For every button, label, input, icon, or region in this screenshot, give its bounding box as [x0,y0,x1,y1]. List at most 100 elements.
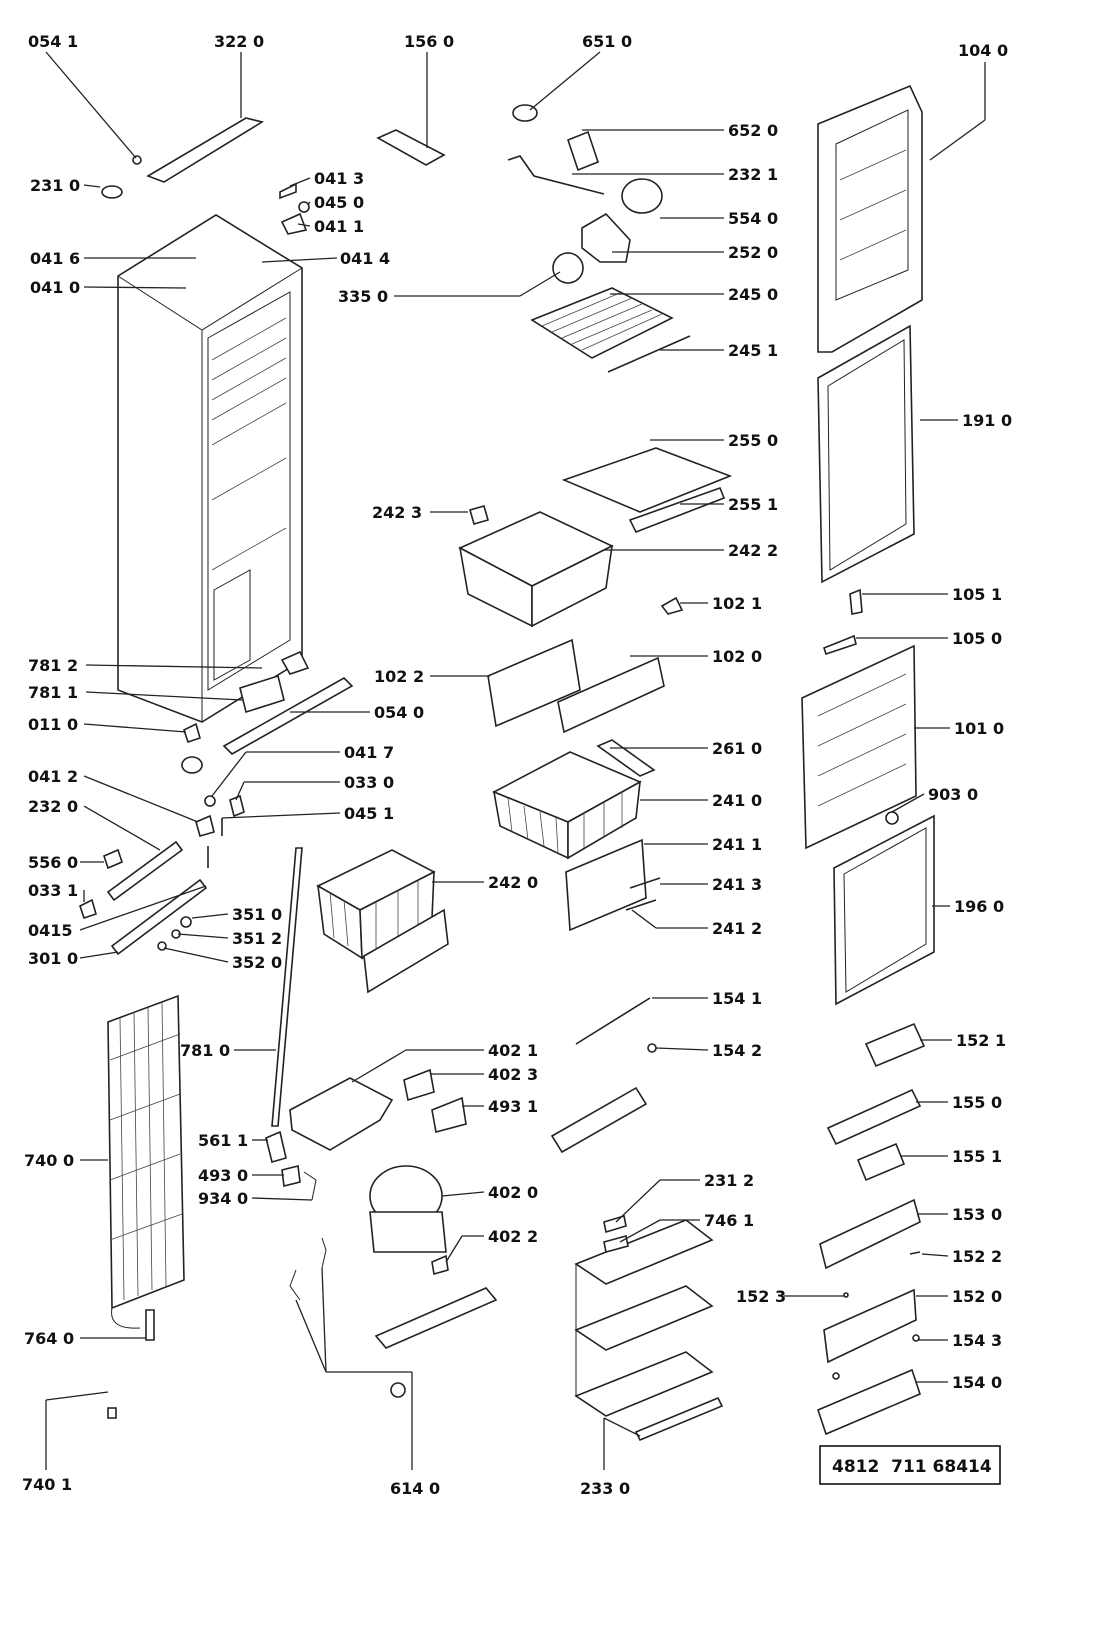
rod-part-1541 [575,997,651,1045]
label-402-3: 402 3 [488,1065,538,1084]
reference-number: 4812 711 68414 [832,1457,992,1477]
label-402-0: 402 0 [488,1183,538,1202]
label-233-0: 233 0 [580,1479,630,1498]
label-191-0: 191 0 [962,411,1012,430]
sensor-part [507,155,605,195]
base-foot-part [390,1382,406,1398]
label-101-0: 101 0 [954,719,1004,738]
part-1540 [817,1368,921,1436]
label-152-2: 152 2 [952,1247,1002,1266]
label-156-0: 156 0 [404,32,454,51]
label-781-2: 781 2 [28,656,78,675]
label-154-2: 154 2 [712,1041,762,1060]
label-651-0: 651 0 [582,32,632,51]
part-0331 [79,898,97,920]
cabinet-body [117,214,303,723]
basket-front-part-2411 [565,838,647,932]
part-5611 [265,1130,287,1163]
label-045-0: 045 0 [314,193,364,212]
label-152-0: 152 0 [952,1287,1002,1306]
fan-blade-part [552,252,584,284]
label-652-0: 652 0 [728,121,778,140]
label-153-0: 153 0 [952,1205,1002,1224]
shelf-trim-part [628,486,726,534]
label-335-0: 335 0 [338,287,388,306]
label-764-0: 764 0 [24,1329,74,1348]
thermostat-part-2320 [106,840,184,902]
strip-part-7810 [271,847,303,1127]
label-196-0: 196 0 [954,897,1004,916]
label-231-2: 231 2 [704,1171,754,1190]
ice-tray-part [376,129,446,166]
wire-part-9340 [303,1171,317,1201]
wire-basket-part-2420 [316,849,436,960]
label-402-2: 402 2 [488,1227,538,1246]
label-102-2: 102 2 [374,667,424,686]
trim-part-1022 [487,638,581,728]
leader-lines [45,51,986,1470]
drawer-clip-part [469,505,489,525]
cable-end-part [132,155,142,165]
label-041-4: 041 4 [340,249,390,268]
label-011-0: 011 0 [28,715,78,734]
label-152-1: 152 1 [956,1031,1006,1050]
label-352-0: 352 0 [232,953,282,972]
label-245-0: 245 0 [728,285,778,304]
bar-part-2610 [596,739,656,777]
label-041-6: 041 6 [30,249,80,268]
hinge-part-0411 [280,212,308,235]
label-493-0: 493 0 [198,1166,248,1185]
label-045-1: 045 1 [344,804,394,823]
part-0110 [181,756,203,774]
door-part-1040 [817,84,923,353]
label-556-0: 556 0 [28,853,78,872]
part-3510 [180,916,192,928]
part-labels: 054 1 322 0 156 0 651 0 104 0 652 0 231 … [22,32,1012,1498]
relay-cover-part [289,1077,394,1151]
label-554-0: 554 0 [728,209,778,228]
label-241-2: 241 2 [712,919,762,938]
part-1021 [660,596,684,615]
label-934-0: 934 0 [198,1189,248,1208]
label-241-1: 241 1 [712,835,762,854]
bar-part-0540 [222,677,354,755]
part-4022 [431,1254,449,1276]
label-041-1: 041 1 [314,217,364,236]
label-232-1: 232 1 [728,165,778,184]
part-4023 [403,1068,435,1102]
part-4930 [281,1165,301,1187]
label-033-0: 033 0 [344,773,394,792]
part-1540-b [832,1372,840,1380]
clip-part [101,185,123,199]
label-903-0: 903 0 [928,785,978,804]
crisper-drawer-part [458,511,614,628]
part-1051 [849,588,863,615]
label-255-0: 255 0 [728,431,778,450]
condenser-part [107,994,185,1329]
label-152-3: 152 3 [736,1287,786,1306]
part-1530 [819,1198,921,1270]
label-154-3: 154 3 [952,1331,1002,1350]
basket-front-part-2420 [363,908,449,994]
shelf-rack-part [574,1219,724,1442]
label-242-0: 242 0 [488,873,538,892]
part-0110-top [183,722,201,744]
part-9030 [885,811,899,825]
label-241-0: 241 0 [712,791,762,810]
bracket-part-7812 [280,650,310,675]
part-1520 [823,1288,917,1364]
gasket-part-1960 [833,814,935,1006]
bracket-part-7811 [239,674,285,714]
fan-motor-part [581,212,631,263]
label-054-1: 054 1 [28,32,78,51]
label-614-0: 614 0 [390,1479,440,1498]
label-232-0: 232 0 [28,797,78,816]
part-1050 [823,634,857,656]
part-1550 [826,1088,922,1146]
label-033-1: 033 1 [28,881,78,900]
label-041-7: 041 7 [344,743,394,762]
label-255-1: 255 1 [728,495,778,514]
handle-part-2412 [625,899,657,911]
label-252-0: 252 0 [728,243,778,262]
part-1551 [856,1142,906,1182]
